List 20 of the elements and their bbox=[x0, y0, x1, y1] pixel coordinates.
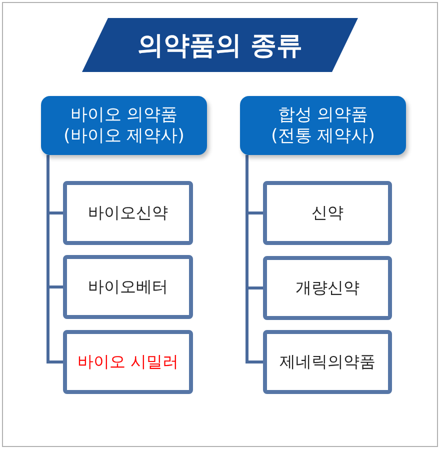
item-box bbox=[263, 256, 392, 320]
node-sublabel: (바이오 제약사) bbox=[64, 126, 184, 146]
node-label: 바이오신약 bbox=[88, 203, 168, 223]
item-box bbox=[63, 330, 193, 394]
item-box bbox=[63, 255, 193, 319]
item-box bbox=[263, 181, 392, 245]
connector-line bbox=[246, 155, 263, 364]
node-label: 합성 의약품 bbox=[278, 104, 368, 126]
node-label: 바이오 시밀러 bbox=[77, 352, 179, 372]
node-label: 개량신약 bbox=[296, 278, 360, 298]
node-sublabel: (전통 제약사) bbox=[271, 126, 375, 146]
node-label: 바이오베터 bbox=[88, 277, 168, 297]
node-label: 바이오 의약품 bbox=[70, 104, 178, 126]
category-box bbox=[240, 96, 406, 155]
node-label: 제네릭의약품 bbox=[280, 352, 376, 372]
item-box bbox=[263, 330, 392, 394]
title: 의약품의 종류 bbox=[137, 30, 303, 62]
node-label: 신약 bbox=[312, 203, 344, 223]
item-box bbox=[63, 181, 193, 245]
category-box bbox=[41, 96, 207, 155]
